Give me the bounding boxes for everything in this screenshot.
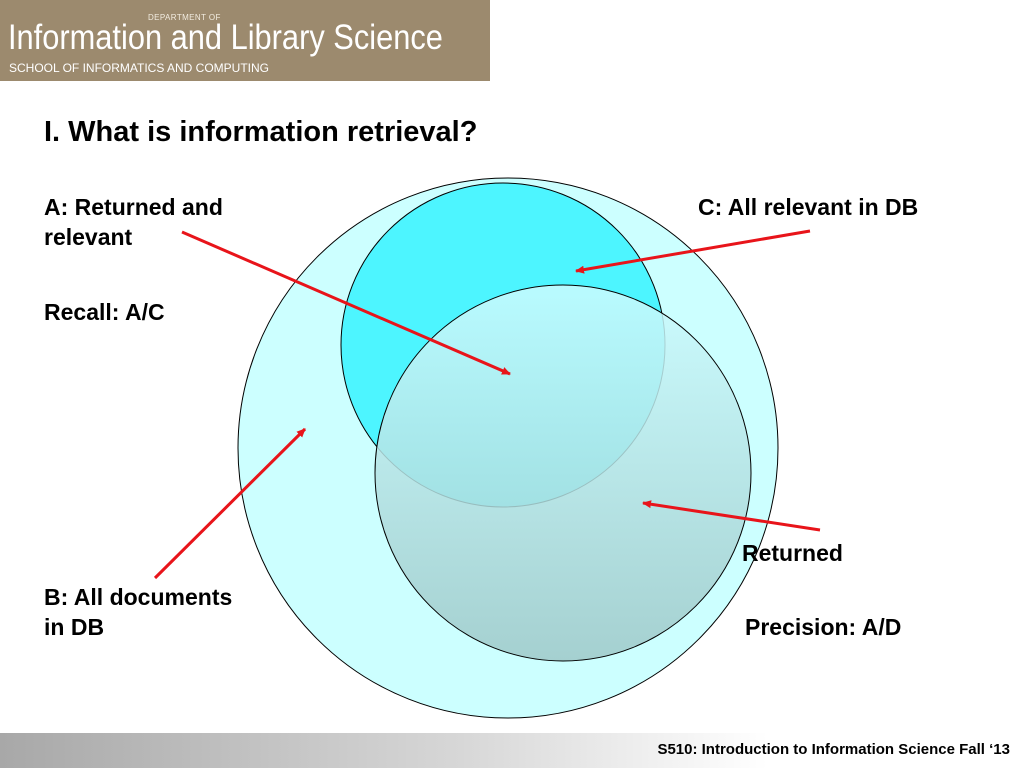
- arrow-to-intersection: [181, 230, 511, 376]
- label-b: B: All documents in DB: [44, 582, 232, 642]
- department-banner: DEPARTMENT OF Information and Library Sc…: [0, 0, 490, 81]
- banner-department-of: DEPARTMENT OF: [148, 13, 221, 22]
- arrow-to-returned: [642, 500, 821, 532]
- arrow-to-relevant: [575, 229, 811, 274]
- label-b-line1: B: All documents: [44, 584, 233, 610]
- precision-formula: Precision: A/D: [745, 614, 902, 640]
- label-c: C: All relevant in DB: [698, 194, 919, 220]
- label-a: A: Returned and relevant: [44, 192, 223, 252]
- footer-course-text: S510: Introduction to Information Scienc…: [657, 741, 1010, 758]
- label-a-line1: A: Returned and: [44, 194, 223, 220]
- circle-returned: [374, 284, 752, 662]
- label-d: Returned: [742, 540, 843, 566]
- slide-title: I. What is information retrieval?: [44, 116, 478, 148]
- arrow-to-all-documents: [153, 427, 307, 580]
- recall-formula: Recall: A/C: [44, 299, 165, 325]
- footer-bar: S510: Introduction to Information Scienc…: [0, 733, 1024, 768]
- label-b-line2: in DB: [44, 614, 105, 640]
- label-a-line2: relevant: [44, 224, 133, 250]
- banner-title: Information and Library Science: [8, 18, 443, 57]
- banner-school: SCHOOL OF INFORMATICS AND COMPUTING: [9, 61, 270, 75]
